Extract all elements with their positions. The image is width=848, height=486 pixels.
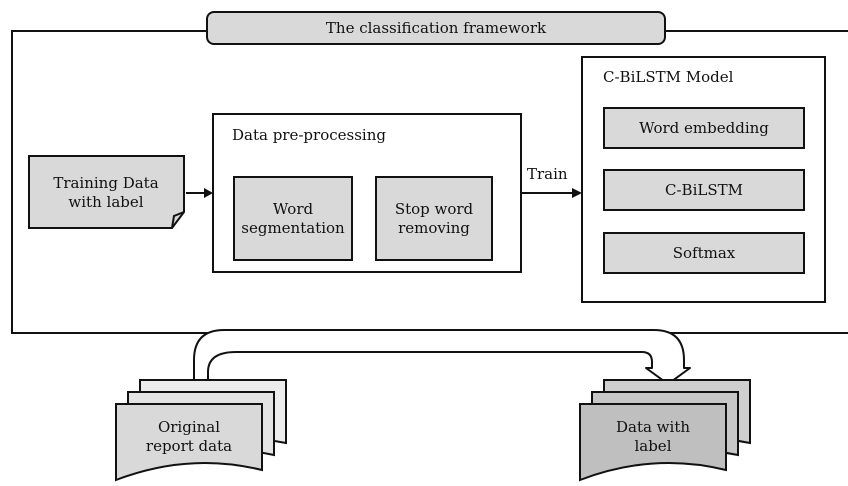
labeled-data-label: Data with label: [615, 418, 691, 455]
softmax-label: Softmax: [672, 243, 736, 262]
word-segmentation-label: Word segmentation: [241, 199, 345, 237]
preprocessing-title: Data pre-processing: [232, 126, 386, 144]
framework-title: The classification framework: [206, 11, 666, 45]
c-bilstm-box: C-BiLSTM: [603, 169, 805, 211]
train-label: Train: [527, 165, 568, 183]
word-segmentation-box: Word segmentation: [233, 176, 353, 261]
labeled-data-stack: [579, 379, 751, 482]
flow-arrow: [193, 329, 691, 385]
training-data-label: Training Data with label: [53, 174, 159, 211]
framework-title-text: The classification framework: [325, 18, 547, 37]
original-data-label: Original report data: [145, 418, 233, 455]
stop-word-removing-box: Stop word removing: [375, 176, 493, 261]
word-embedding-box: Word embedding: [603, 107, 805, 149]
model-title: C-BiLSTM Model: [603, 68, 734, 86]
word-embedding-label: Word embedding: [639, 118, 769, 137]
c-bilstm-label: C-BiLSTM: [665, 180, 743, 199]
softmax-box: Softmax: [603, 232, 805, 274]
stop-word-removing-label: Stop word removing: [394, 199, 474, 237]
original-data-stack: [115, 379, 287, 482]
training-data-doc: [28, 155, 185, 229]
